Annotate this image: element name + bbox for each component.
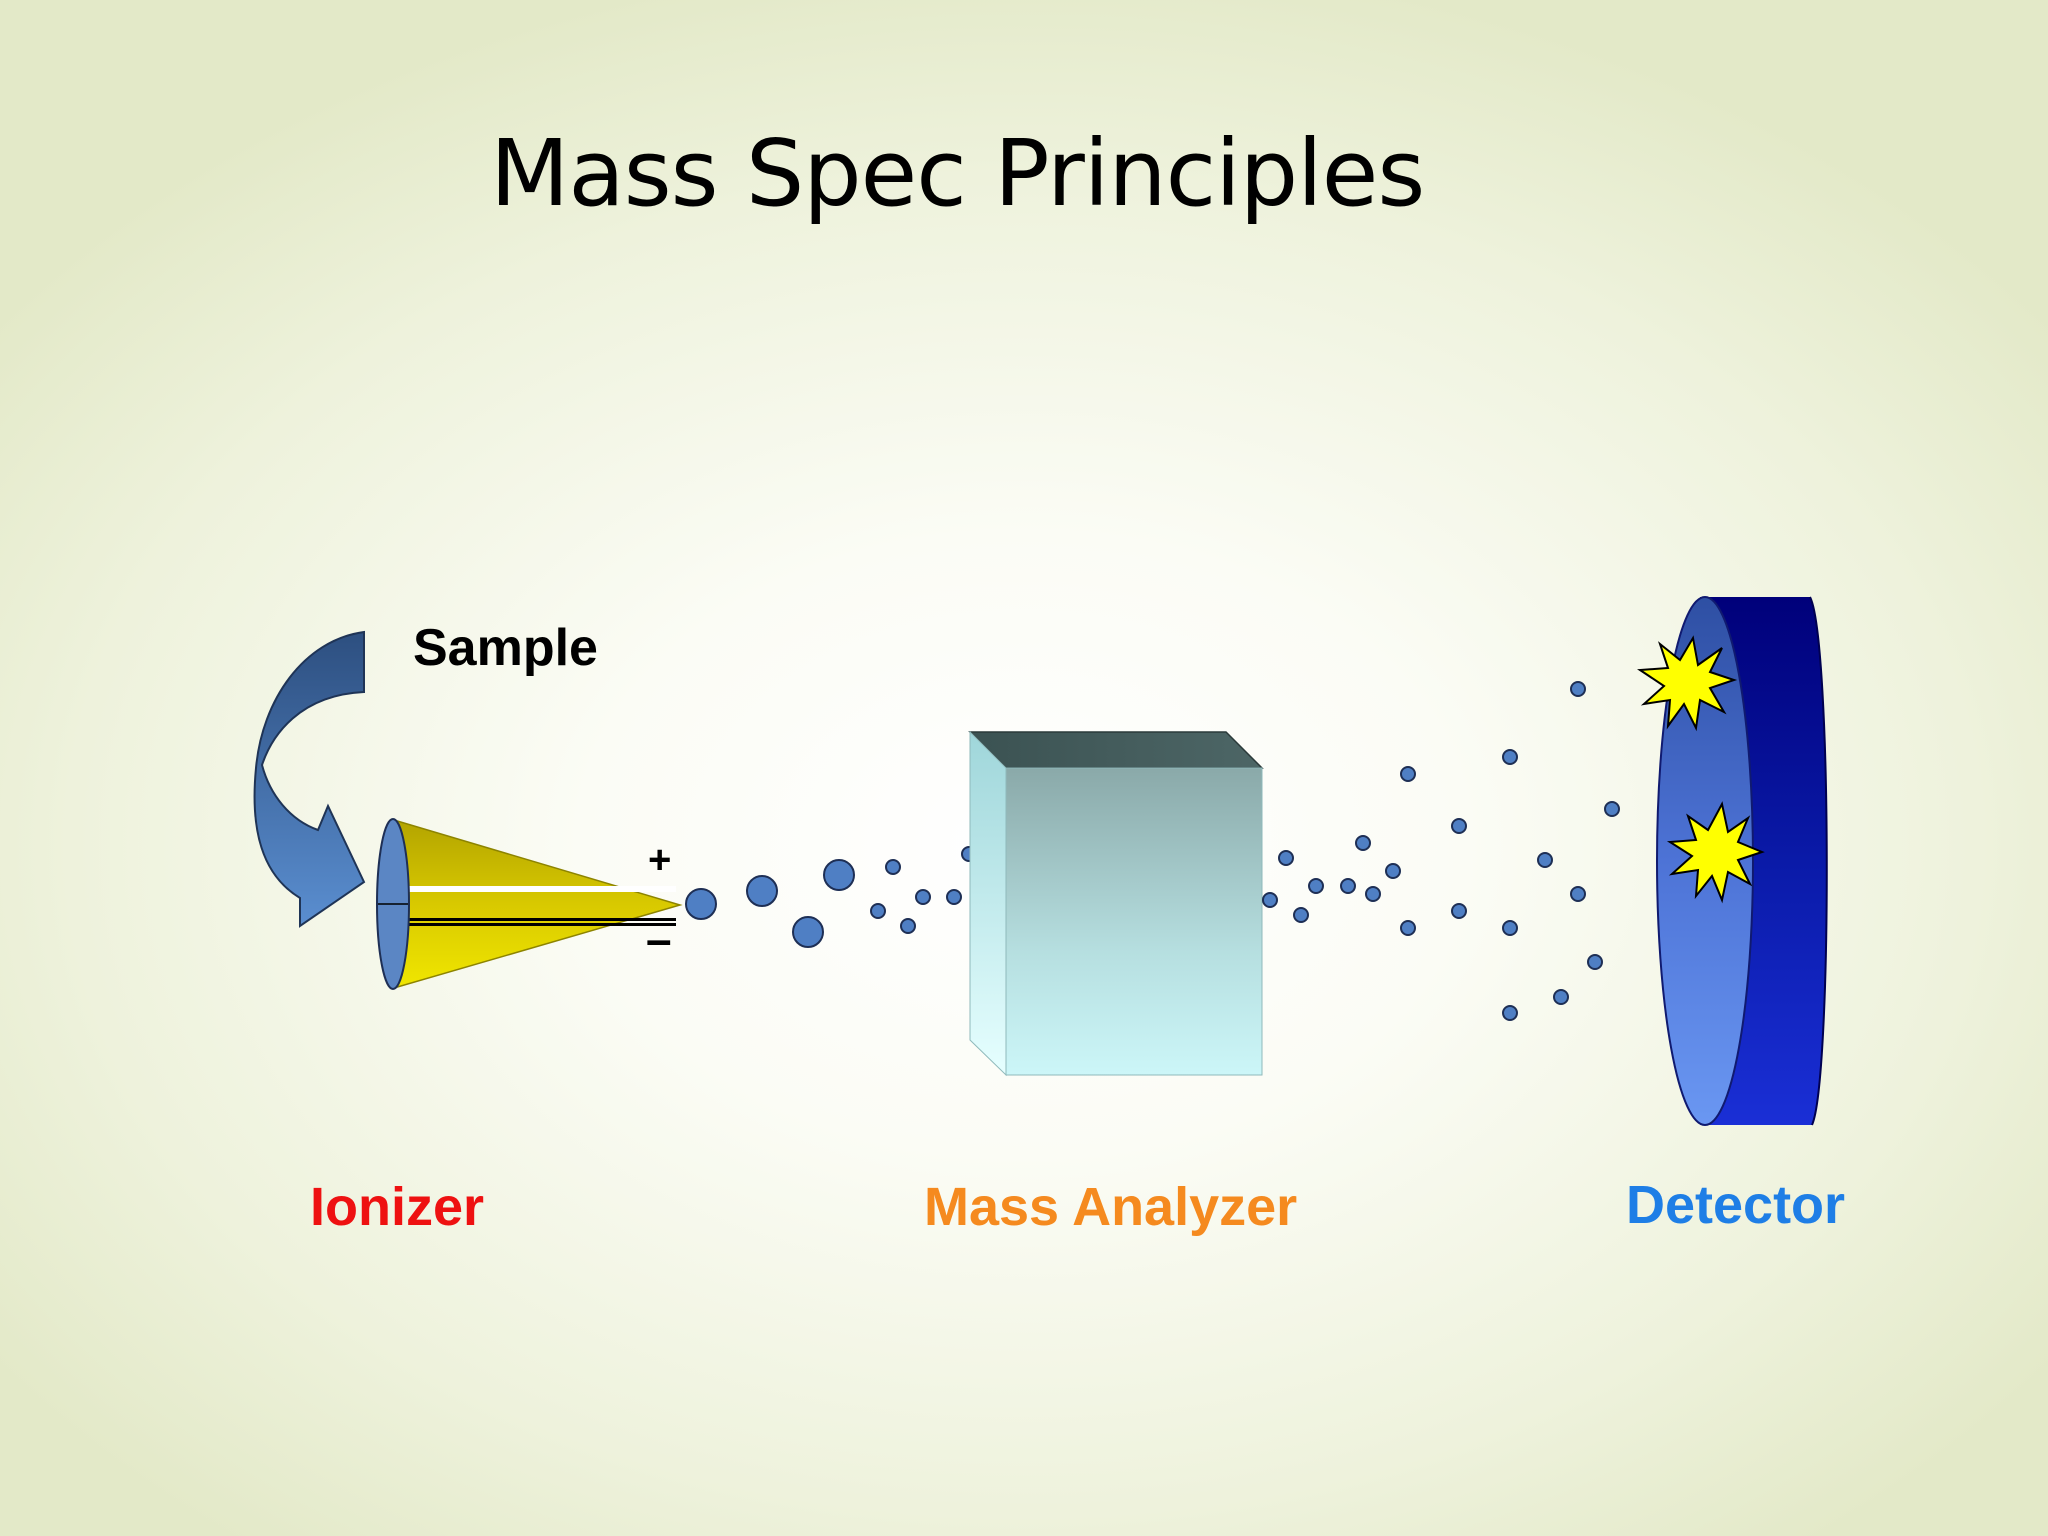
sample-label: Sample (413, 619, 598, 677)
ion (1451, 818, 1467, 834)
mass-analyzer-box (968, 730, 1264, 1077)
slide-title: Mass Spec Principles (490, 120, 1425, 227)
curved-arrow-icon (253, 630, 366, 928)
ion (746, 875, 778, 907)
ion (1385, 863, 1401, 879)
ion (685, 888, 717, 920)
ion (1570, 681, 1586, 697)
ion (1537, 852, 1553, 868)
ion (870, 903, 886, 919)
ion (1308, 878, 1324, 894)
ion (1553, 989, 1569, 1005)
ion (885, 859, 901, 875)
ion (1604, 801, 1620, 817)
ion (1400, 920, 1416, 936)
ion (792, 916, 824, 948)
ion (1262, 892, 1278, 908)
stage-label-detector: Detector (1626, 1175, 1846, 1235)
ion (823, 859, 855, 891)
ion (1502, 749, 1518, 765)
ion (1451, 903, 1467, 919)
ion (1502, 1005, 1518, 1021)
ion (946, 889, 962, 905)
stage-label-mass-analyzer: Mass Analyzer (924, 1177, 1298, 1237)
minus-sign: – (646, 913, 672, 965)
ion (1570, 886, 1586, 902)
ion (1340, 878, 1356, 894)
starburst-icon (1637, 635, 1738, 732)
ion-stream-out (1262, 681, 1620, 1021)
starburst-icon (1666, 801, 1765, 904)
ion (900, 918, 916, 934)
stage-label-ionizer: Ionizer (310, 1177, 485, 1237)
ion (1293, 907, 1309, 923)
ion (915, 889, 931, 905)
ion (1278, 850, 1294, 866)
ion (1400, 766, 1416, 782)
ion (1355, 835, 1371, 851)
ion (1587, 954, 1603, 970)
ion (1365, 886, 1381, 902)
ionizer-cone (376, 818, 683, 990)
plus-sign: + (648, 838, 671, 882)
ion (1502, 920, 1518, 936)
ion-stream-in (685, 846, 1007, 948)
